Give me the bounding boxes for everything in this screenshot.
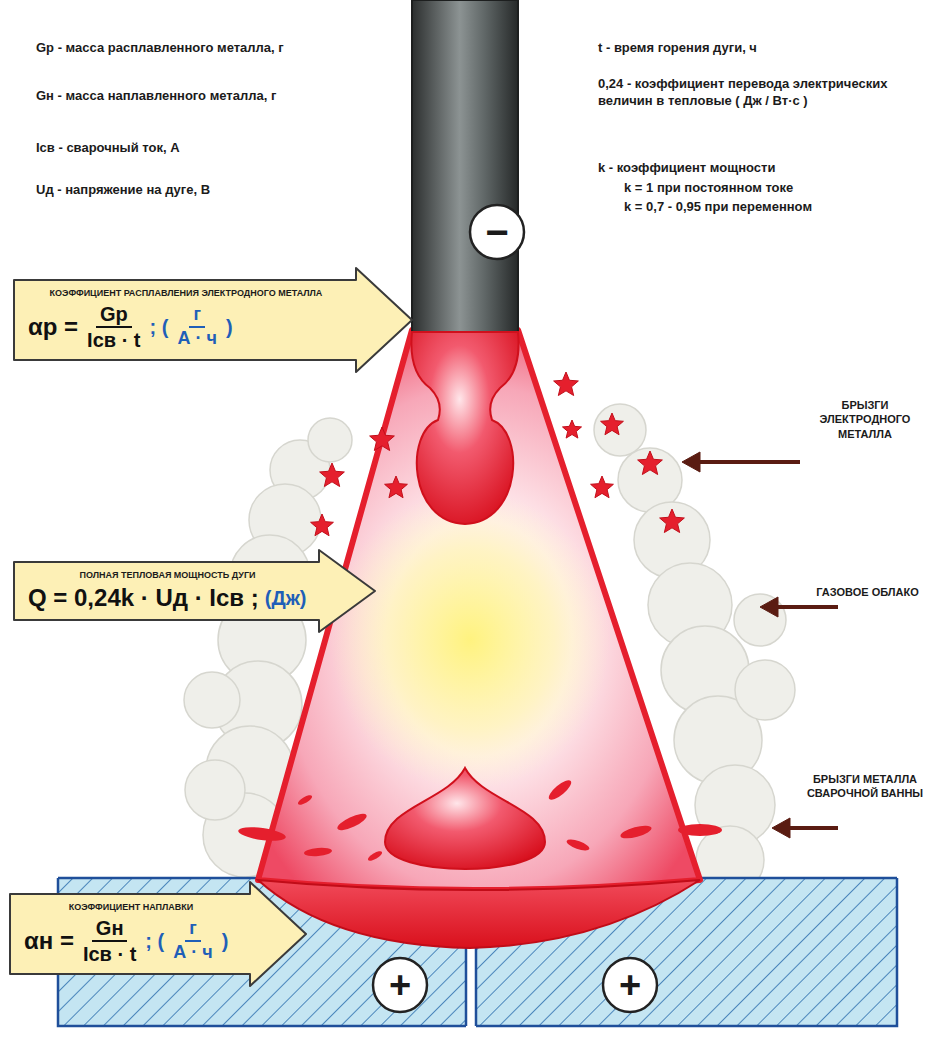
fraction: гА · ч <box>169 918 216 963</box>
formula-heading: ПОЛНАЯ ТЕПЛОВАЯ МОЩНОСТЬ ДУГИ <box>28 570 307 580</box>
denominator: А · ч <box>169 942 216 964</box>
definition: t - время горения дуги, ч <box>598 40 918 57</box>
fraction: GнIсв · t <box>79 916 140 966</box>
polarity-sign: + <box>373 958 427 1012</box>
unit-bracket: ; ( <box>150 316 169 339</box>
block-arrow-outline <box>14 550 375 632</box>
denominator: Iсв · t <box>83 328 144 352</box>
numerator: Gн <box>92 916 128 942</box>
callout-label: БРЫЗГИ МЕТАЛЛА СВАРОЧНОЙ ВАННЫ <box>795 772 935 801</box>
polarity-sign: − <box>470 205 524 259</box>
formula-arrow: КОЭФФИЦИЕНТ РАСПЛАВЛЕНИЯ ЭЛЕКТРОДНОГО МЕ… <box>12 266 414 374</box>
unit-bracket: ; ( <box>145 930 164 953</box>
definition: Uд - напряжение на дуге, В <box>36 182 336 199</box>
denominator: Iсв · t <box>79 942 140 966</box>
definition: Gр - масса расплавленного металла, г <box>36 40 296 57</box>
fraction: гА · ч <box>173 304 220 349</box>
block-arrow-outline <box>10 882 306 986</box>
unit-bracket: ) <box>226 316 233 339</box>
callout-label: ГАЗОВОЕ ОБЛАКО <box>800 585 935 599</box>
fraction: GрIсв · t <box>83 302 144 352</box>
formula: Q = 0,24k · Uд · Iсв ; <box>28 584 259 612</box>
numerator: г <box>185 918 201 942</box>
unit-bracket: ) <box>222 930 229 953</box>
definition: Gн - масса наплавленного металла, г <box>36 88 296 105</box>
formula-arrow: КОЭФФИЦИЕНТ НАПЛАВКИαн =GнIсв · t; (гА ·… <box>8 880 308 988</box>
formula-heading: КОЭФФИЦИЕНТ РАСПЛАВЛЕНИЯ ЭЛЕКТРОДНОГО МЕ… <box>28 288 344 298</box>
definition: k = 1 при постоянном токе <box>624 180 924 197</box>
denominator: А · ч <box>173 328 220 350</box>
formula-heading: КОЭФФИЦИЕНТ НАПЛАВКИ <box>24 902 238 912</box>
formula-lhs: αр = <box>28 313 78 341</box>
callout-label: БРЫЗГИ ЭЛЕКТРОДНОГО МЕТАЛЛА <box>795 398 935 441</box>
definition: k = 0,7 - 0,95 при переменном <box>624 199 924 216</box>
definition: k - коэффициент мощности <box>598 160 918 177</box>
formula-lhs: αн = <box>24 927 74 955</box>
block-arrow-outline <box>14 268 412 372</box>
numerator: г <box>189 304 205 328</box>
definition: Iсв - сварочный ток, А <box>36 140 336 157</box>
numerator: Gр <box>96 302 132 328</box>
formula-unit: (Дж) <box>265 587 307 610</box>
definition: 0,24 - коэффициент перевода электрически… <box>598 76 898 110</box>
polarity-sign: + <box>603 958 657 1012</box>
formula-arrow: ПОЛНАЯ ТЕПЛОВАЯ МОЩНОСТЬ ДУГИ Q = 0,24k ·… <box>12 548 377 634</box>
